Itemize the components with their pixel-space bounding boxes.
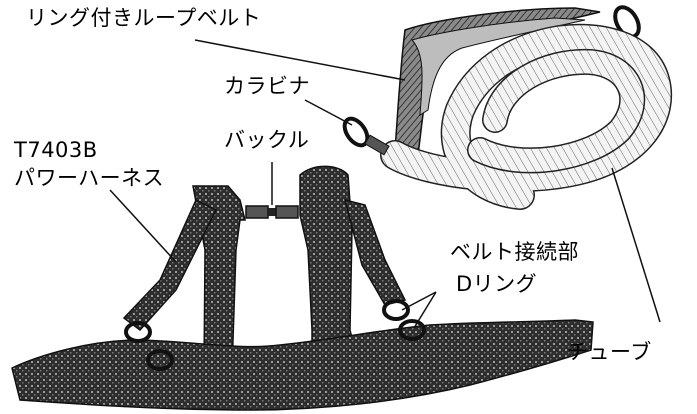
label-tube: チューブ <box>567 340 652 364</box>
label-carabiner: カラビナ <box>224 74 310 98</box>
d-ring-right-upper <box>384 301 408 319</box>
harness-right-diagonal <box>345 200 405 305</box>
buckle <box>246 206 298 218</box>
label-loop-belt: リング付きループベルト <box>26 6 261 30</box>
leader-tube <box>612 168 660 322</box>
label-buckle: バックル <box>224 128 309 152</box>
leader-harness <box>110 190 176 262</box>
label-d-ring: Dリング <box>456 272 537 296</box>
harness-waist-belt <box>12 320 593 410</box>
leader-carabiner <box>305 100 352 125</box>
carabiner <box>340 115 389 155</box>
label-belt-joint: ベルト接続部 <box>450 240 579 264</box>
label-harness: パワーハーネス <box>14 166 164 190</box>
label-model: T7403B <box>14 138 98 162</box>
